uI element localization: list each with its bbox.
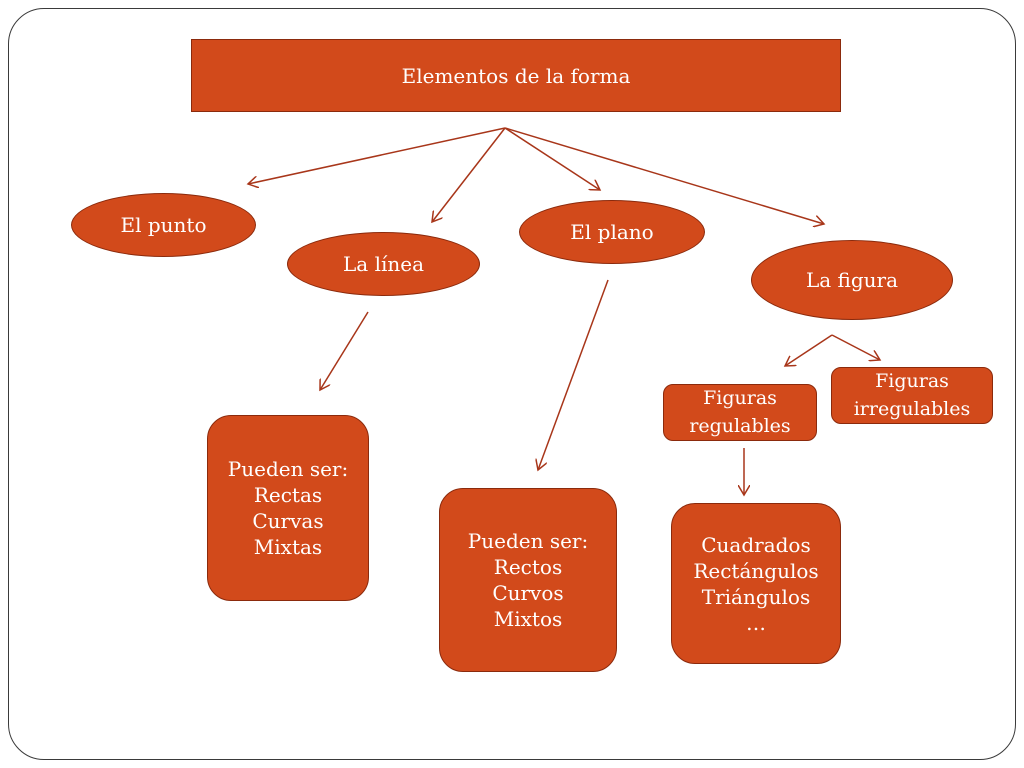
- details-regulables-line-2: Rectángulos: [693, 558, 819, 583]
- node-el-punto-label: El punto: [120, 213, 207, 237]
- arrow-linea-to-details: [320, 311, 369, 390]
- node-la-linea: La línea: [287, 232, 480, 296]
- arrow-figura-to-regulables: [785, 334, 833, 366]
- node-la-figura: La figura: [751, 240, 953, 320]
- details-plano-box: Pueden ser: Rectos Curvos Mixtos: [439, 488, 617, 672]
- details-regulables-line-3: Triángulos: [701, 584, 811, 609]
- arrow-title-to-plano: [504, 127, 600, 190]
- figuras-regulables-line-2: regulables: [689, 414, 791, 437]
- details-plano-line-1: Pueden ser:: [467, 529, 589, 553]
- figuras-irregulables-line-2: irregulables: [853, 397, 971, 420]
- node-figuras-regulables: Figuras regulables: [663, 384, 817, 441]
- details-linea-line-2: Rectas: [253, 483, 323, 507]
- details-regulables-line-1: Cuadrados: [701, 532, 811, 557]
- arrow-title-to-linea: [432, 127, 506, 222]
- details-linea-line-4: Mixtas: [253, 535, 323, 559]
- node-figuras-irregulables: Figuras irregulables: [831, 367, 993, 424]
- details-plano-line-2: Rectos: [493, 555, 563, 579]
- details-plano-line-4: Mixtos: [493, 607, 563, 631]
- title-box: Elementos de la forma: [191, 39, 841, 112]
- title-text: Elementos de la forma: [401, 63, 631, 88]
- node-el-punto: El punto: [71, 193, 256, 257]
- details-linea-line-3: Curvas: [252, 509, 324, 533]
- node-el-plano-label: El plano: [570, 220, 654, 244]
- details-linea-box: Pueden ser: Rectas Curvas Mixtas: [207, 415, 369, 601]
- arrow-title-to-figura: [504, 127, 824, 224]
- figuras-regulables-line-1: Figuras: [703, 386, 777, 409]
- arrow-figura-to-irregulables: [831, 334, 880, 360]
- node-el-plano: El plano: [519, 200, 705, 264]
- details-regulables-line-4: …: [746, 610, 766, 635]
- details-plano-line-3: Curvos: [492, 581, 564, 605]
- arrow-plano-to-details: [538, 279, 609, 470]
- arrow-title-to-punto: [248, 127, 506, 184]
- node-la-figura-label: La figura: [805, 268, 899, 292]
- details-linea-line-1: Pueden ser:: [227, 457, 349, 481]
- figuras-irregulables-line-1: Figuras: [875, 369, 949, 392]
- details-regulables-box: Cuadrados Rectángulos Triángulos …: [671, 503, 841, 664]
- node-la-linea-label: La línea: [343, 252, 424, 276]
